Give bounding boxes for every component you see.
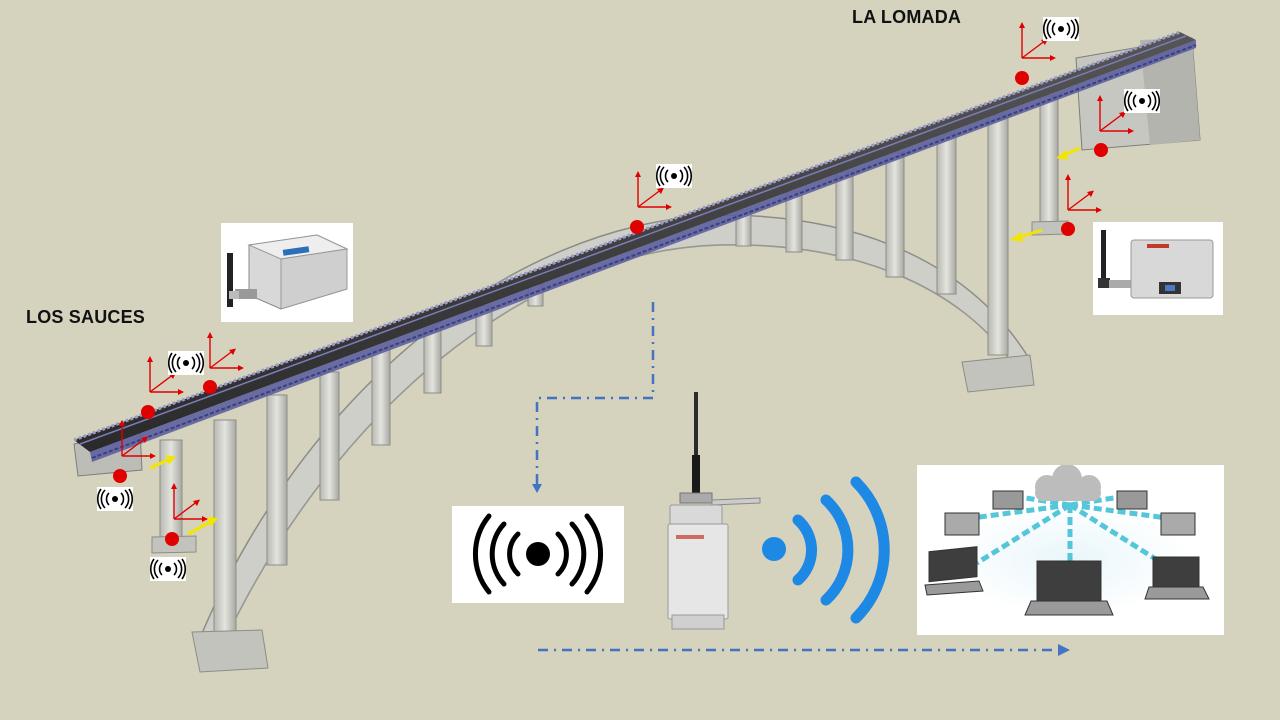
data-logger-icon — [1098, 230, 1214, 299]
broadcast-signal-panel — [452, 506, 624, 603]
sensor-node-icon — [630, 220, 644, 234]
wind-arrows — [149, 146, 1081, 536]
cloud-laptops-network-icon — [924, 464, 1210, 616]
cloud-network-panel — [917, 464, 1224, 635]
wifi-signal-icon — [167, 350, 205, 376]
sensor-node-icon — [113, 469, 127, 483]
wifi-signal-icon — [655, 163, 693, 189]
data-link-arrowhead — [532, 484, 542, 493]
data-link-arrowhead — [1058, 644, 1070, 656]
wireless-sensor-icon — [227, 234, 349, 310]
sensor-node-icon — [1015, 71, 1029, 85]
data-links — [535, 302, 1060, 652]
wifi-signal-icon — [96, 486, 134, 512]
bridge-deck — [73, 30, 1197, 462]
bridge-footings — [151, 220, 1069, 673]
wifi-signal-icon — [1042, 16, 1080, 42]
wifi-waves-icon — [762, 476, 890, 624]
gateway-device — [667, 392, 761, 630]
sensor-node-icon — [203, 380, 217, 394]
xyz-axis-arrows-icon — [1064, 173, 1103, 214]
sensor-node-icon — [1061, 222, 1075, 236]
broadcast-signal-icon — [473, 513, 603, 595]
wifi-signal-icon — [1123, 88, 1161, 114]
wifi-signal-icon — [149, 556, 187, 582]
sensor-box-photo — [221, 223, 353, 322]
sensor-node-icon — [1094, 143, 1108, 157]
data-logger-photo — [1093, 222, 1223, 315]
sensor-node-icon — [165, 532, 179, 546]
label-la-lomada: LA LOMADA — [852, 7, 962, 27]
xyz-axis-arrows-icon — [206, 331, 245, 372]
label-los-sauces: LOS SAUCES — [26, 307, 146, 327]
sensor-node-icon — [141, 405, 155, 419]
sensor-nodes — [113, 71, 1108, 546]
